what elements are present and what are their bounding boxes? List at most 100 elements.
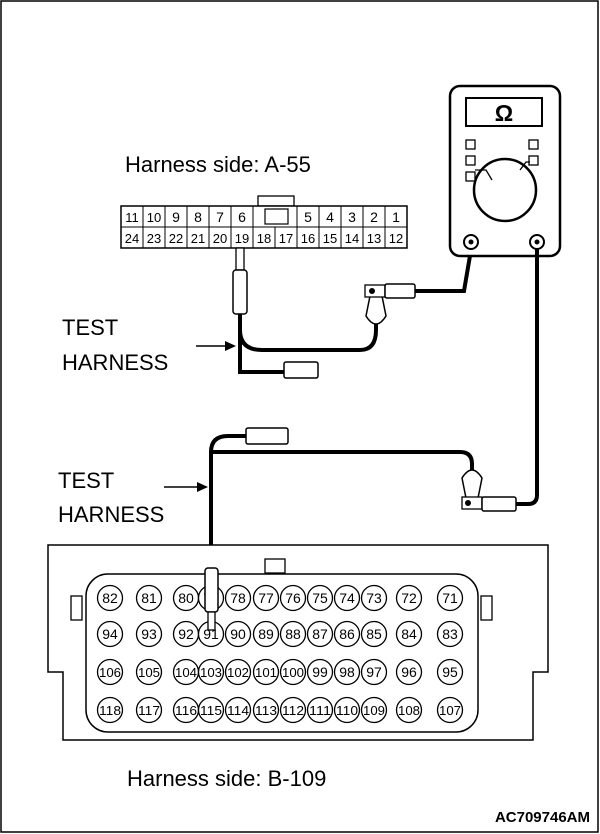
connector-a55-pin-11: 11	[125, 210, 139, 225]
connector-b109-pin-88	[279, 620, 307, 648]
connector-b109-pin-label-76: 76	[285, 590, 301, 606]
connector-a55-pin-19: 19	[235, 231, 249, 246]
connector-b109-pin-label-117: 117	[138, 703, 160, 718]
connector-b109-pin-label-86: 86	[339, 626, 355, 642]
connector-b109-pin-label-93: 93	[141, 626, 157, 642]
figure-code: AC709746AM	[495, 809, 590, 826]
connector-b109-pin-93	[135, 620, 163, 648]
connector-b109-pin-label-105: 105	[138, 665, 160, 680]
connector-b109-pin-label-110: 110	[336, 703, 358, 718]
test-harness-1-label-line2: HARNESS	[62, 350, 168, 375]
connector-b109-pin-label-96: 96	[401, 664, 417, 680]
connector-b109-pin-96	[395, 658, 423, 686]
probe-pin-19	[232, 247, 248, 315]
connector-b109-pin-label-71: 71	[442, 590, 458, 606]
connector-b109-pin-label-92: 92	[178, 626, 194, 642]
connector-b109-pin-94	[96, 620, 124, 648]
connector-a55-pin-16: 16	[301, 231, 315, 246]
connector-b109-face	[85, 573, 479, 733]
connector-b109-pin-78	[224, 584, 252, 612]
connector-b109-pin-label-100: 100	[282, 665, 304, 680]
connector-b109: 8281807978777675747372719493929190898887…	[47, 544, 549, 741]
connector-b109-pin-77	[252, 584, 280, 612]
connector-b109-pin-97	[360, 658, 388, 686]
connector-b109-pin-105	[135, 658, 163, 686]
connector-b109-pin-100	[279, 658, 307, 686]
connector-a55-latch	[257, 195, 295, 207]
connector-b109-pin-84	[395, 620, 423, 648]
connector-b109-pin-label-94: 94	[102, 626, 118, 642]
multimeter-display	[465, 97, 543, 127]
connector-b109-pin-label-106: 106	[99, 665, 121, 680]
connector-b109-pin-114	[224, 696, 252, 724]
test-harness-2-arrow	[164, 482, 208, 492]
multimeter-dial	[472, 157, 538, 223]
connector-a55-pin-7: 7	[216, 209, 224, 225]
connector-b109-pin-101	[252, 658, 280, 686]
connector-b109-pin-label-77: 77	[258, 590, 274, 606]
connector-b109-pin-71	[436, 584, 464, 612]
connector-b109-pin-108	[395, 696, 423, 724]
meter-lead-black	[516, 249, 539, 506]
connector-b109-pin-label-98: 98	[339, 664, 355, 680]
connector-a55-pin-9: 9	[172, 209, 180, 225]
test-harness-2-label-line1: TEST	[58, 468, 114, 493]
connector-a55-pin-13: 13	[367, 231, 381, 246]
connector-b109-pin-103	[197, 658, 225, 686]
connector-a55-pin-18: 18	[257, 231, 271, 246]
connector-b109-pin-label-114: 114	[227, 703, 249, 718]
connector-b109-pin-76	[279, 584, 307, 612]
connector-a55-pin-4: 4	[326, 209, 334, 225]
connector-a55-pin-12: 12	[389, 231, 403, 246]
connector-b109-pin-83	[436, 620, 464, 648]
connector-b109-pin-label-78: 78	[230, 590, 246, 606]
connector-b109-pin-label-89: 89	[258, 626, 274, 642]
connector-b109-pin-label-111: 111	[309, 703, 331, 718]
connector-a55-pin-1: 1	[392, 209, 400, 225]
test-harness-2-plug	[245, 427, 289, 445]
connector-b109-pin-label-104: 104	[175, 665, 197, 680]
connector-b109-pin-label-84: 84	[401, 626, 417, 642]
connector-b109-pin-110	[333, 696, 361, 724]
connector-b109-pin-111	[306, 696, 334, 724]
connector-a55-pin-2: 2	[370, 209, 378, 225]
connector-a55-pin-22: 22	[169, 231, 183, 246]
connector-a55-pin-20: 20	[213, 231, 227, 246]
connector-b109-pin-label-75: 75	[312, 590, 328, 606]
test-harness-1-label-line1: TEST	[62, 315, 118, 340]
connector-b109-pin-label-83: 83	[442, 626, 458, 642]
connector-b109-pin-label-118: 118	[99, 703, 121, 718]
connector-a55-pin-10: 10	[147, 210, 161, 225]
connector-b109-pin-label-116: 116	[175, 703, 197, 718]
harness-side-a55-label: Harness side: A-55	[125, 152, 311, 177]
connector-b109-pin-107	[436, 696, 464, 724]
connector-b109-pin-label-113: 113	[255, 703, 277, 718]
connector-a55-pin-24: 24	[125, 231, 139, 246]
connector-b109-pin-label-102: 102	[227, 665, 249, 680]
test-harness-2-branch	[211, 450, 474, 478]
connector-b109-pin-75	[306, 584, 334, 612]
test-harness-2-label-line2: HARNESS	[58, 502, 164, 527]
connector-b109-pin-label-115: 115	[200, 703, 222, 718]
connector-b109-pin-98	[333, 658, 361, 686]
probe-pin-91	[204, 567, 219, 631]
connector-a55-pin-23: 23	[147, 231, 161, 246]
connector-a55-pin-17: 17	[279, 231, 293, 246]
connector-b109-pin-95	[436, 658, 464, 686]
connector-b109-pin-109	[360, 696, 388, 724]
connector-b109-pin-label-108: 108	[398, 703, 420, 718]
connector-b109-pin-85	[360, 620, 388, 648]
connector-b109-pin-label-74: 74	[339, 590, 355, 606]
connector-b109-pin-82	[96, 584, 124, 612]
connector-b109-side-tab-right	[480, 595, 493, 621]
connector-b109-pin-label-82: 82	[102, 590, 118, 606]
connector-b109-pin-label-103: 103	[200, 665, 222, 680]
connector-b109-pin-label-112: 112	[282, 703, 304, 718]
connector-b109-pin-112	[279, 696, 307, 724]
connector-a55-key	[264, 208, 289, 225]
connector-b109-pin-label-97: 97	[366, 664, 382, 680]
connector-b109-pin-113	[252, 696, 280, 724]
connector-b109-pin-118	[96, 696, 124, 724]
connector-a55-pin-15: 15	[323, 231, 337, 246]
